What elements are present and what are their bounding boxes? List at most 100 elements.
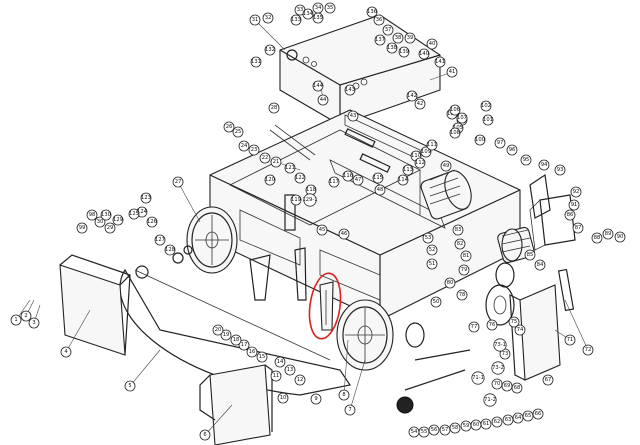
callout-7: 7 — [344, 359, 366, 416]
callout-number: 79 — [461, 267, 468, 273]
leader-line — [177, 181, 201, 223]
callout-93: 93 — [554, 164, 566, 176]
callout-134: 134 — [302, 8, 314, 20]
callout-106: 106 — [449, 104, 461, 116]
callout-39: 39 — [404, 32, 416, 44]
callout-number: 14 — [277, 359, 284, 365]
callout-number: 109 — [421, 149, 431, 155]
callout-number: 120 — [265, 177, 275, 183]
callout-number: 62 — [494, 419, 501, 425]
callout-bubble — [259, 152, 271, 164]
callout-138: 138 — [386, 42, 398, 54]
callout-number: 36 — [376, 17, 383, 23]
callout-number: 107 — [457, 115, 467, 121]
callout-43: 43 — [347, 110, 359, 122]
callout-96: 96 — [506, 144, 518, 156]
callout-77: 77 — [468, 321, 480, 333]
callout-number: 35 — [327, 5, 334, 11]
callout-number: 34 — [315, 5, 322, 11]
callout-number: 15 — [259, 354, 266, 360]
callout-number: 9 — [314, 396, 317, 402]
callout-114: 114 — [397, 174, 409, 186]
callout-number: 80 — [447, 280, 454, 286]
callout-number: 69 — [504, 383, 511, 389]
callout-number: 60 — [473, 422, 480, 428]
callout-bubble — [430, 296, 442, 308]
callout-49: 49 — [440, 160, 452, 172]
callout-bubble — [232, 126, 244, 138]
callout-bubble — [270, 156, 282, 168]
callout-number: 73-2 — [492, 365, 504, 371]
callout-number: 28 — [271, 105, 278, 111]
callout-number: 52 — [429, 247, 436, 253]
callout-number: 49 — [443, 163, 450, 169]
callout-126: 126 — [146, 216, 158, 228]
callout-bubble — [294, 172, 306, 184]
callout-number: 13 — [287, 367, 294, 373]
callout-85: 85 — [524, 249, 536, 261]
callout-59: 59 — [460, 420, 472, 432]
callout-number: 81 — [463, 253, 470, 259]
callout-16: 16 — [246, 346, 258, 358]
callout-number: 126 — [147, 219, 157, 225]
callout-97: 97 — [494, 137, 506, 149]
callout-number: 61 — [483, 421, 490, 427]
callout-bubble — [491, 361, 505, 375]
callout-bubble — [262, 12, 274, 24]
callout-129: 129 — [112, 214, 124, 226]
callout-number: 124 — [137, 209, 148, 215]
callout-bubble — [471, 371, 485, 385]
callout-number: 51 — [429, 261, 436, 267]
callout-bubble — [246, 346, 258, 358]
callout-number: 135 — [313, 15, 323, 21]
callout-129-1: 129-1 — [302, 193, 318, 207]
callout-number: 136 — [367, 9, 377, 15]
callout-number: 123 — [141, 195, 151, 201]
callout-bubble — [124, 380, 136, 392]
callout-bubble — [493, 338, 507, 352]
callout-number: 117 — [329, 179, 339, 185]
callout-26: 26 — [223, 121, 235, 133]
callout-number: 25 — [235, 129, 242, 135]
left-guard — [59, 254, 131, 356]
callout-number: 101 — [483, 117, 493, 123]
callout-73-2: 73-2 — [491, 361, 505, 375]
callout-number: 2 — [24, 313, 27, 319]
callout-bubble — [534, 259, 546, 271]
callout-number: 83 — [455, 227, 462, 233]
callout-63: 63 — [502, 414, 514, 426]
callout-54: 54 — [408, 426, 420, 438]
callout-number: 11 — [273, 373, 280, 379]
callout-bubble — [483, 393, 497, 407]
callout-number: 3 — [32, 320, 35, 326]
callout-36: 36 — [373, 14, 385, 26]
callout-bubble — [449, 127, 461, 139]
callout-bubble — [374, 34, 386, 46]
control-box — [279, 14, 441, 126]
callout-bubble — [572, 222, 584, 234]
callout-bubble — [446, 66, 458, 78]
highlighted-part — [308, 272, 342, 340]
callout-bubble — [100, 209, 112, 221]
bottom-guard — [199, 364, 273, 445]
callout-27: 27 — [172, 176, 201, 223]
callout-bubble — [414, 157, 426, 169]
callout-number: 119 — [291, 197, 301, 203]
callout-number: 73 — [502, 351, 509, 357]
callout-bubble — [20, 310, 32, 322]
callout-73-1: 73-1 — [493, 338, 507, 352]
callout-113: 113 — [402, 164, 414, 176]
callout-bubble — [284, 162, 296, 174]
callout-number: 53 — [425, 235, 432, 241]
callout-68: 68 — [511, 382, 523, 394]
callout-137: 137 — [374, 34, 386, 46]
callout-109: 109 — [420, 146, 432, 158]
callout-bubble — [456, 289, 468, 301]
callout-number: 47 — [355, 177, 362, 183]
callout-91: 91 — [568, 199, 580, 211]
callout-number: 106 — [450, 107, 460, 113]
callout-bubble — [514, 324, 526, 336]
callout-bubble — [104, 222, 116, 234]
callout-bubble — [290, 14, 302, 26]
callout-number: 144 — [313, 83, 324, 89]
